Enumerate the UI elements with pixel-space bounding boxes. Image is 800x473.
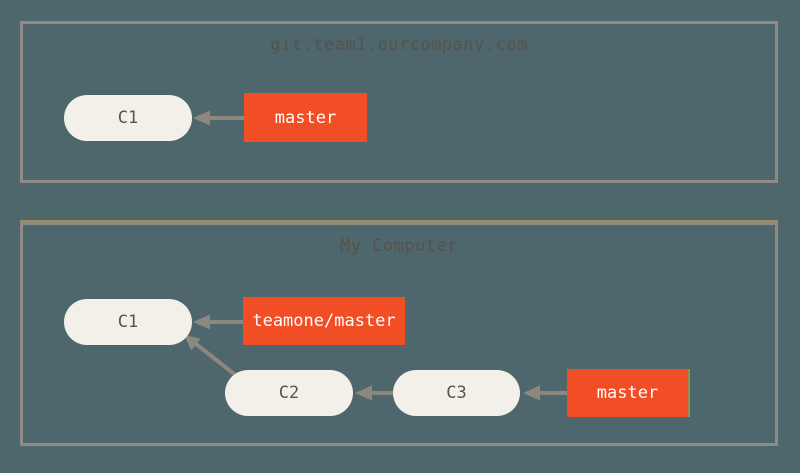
branch-label-master-local: master xyxy=(567,369,690,417)
commit-node-c1-server: C1 xyxy=(64,95,192,141)
computer-box-title: My Computer xyxy=(339,236,459,256)
branch-label-teamone-master: teamone/master xyxy=(243,297,405,345)
commit-node-c3: C3 xyxy=(393,370,520,416)
commit-node-c1-local: C1 xyxy=(64,299,192,345)
branch-label-master-server: master xyxy=(244,93,367,142)
commit-node-c2: C2 xyxy=(225,370,353,416)
server-box: git.team1.ourcompany.com xyxy=(20,21,778,183)
computer-box: My Computer xyxy=(20,220,778,446)
server-box-title: git.team1.ourcompany.com xyxy=(270,35,528,55)
